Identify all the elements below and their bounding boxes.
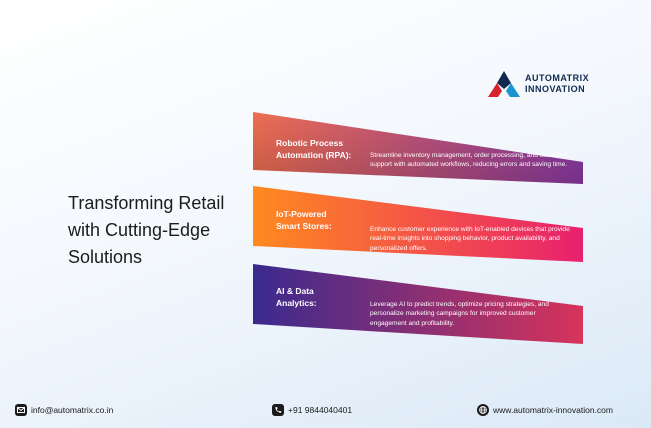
logo-mark-icon xyxy=(488,71,520,97)
solution-card-ai: AI & Data Analytics: Leverage AI to pred… xyxy=(253,264,583,344)
phone-icon xyxy=(272,403,284,416)
footer-website[interactable]: www.automatrix-innovation.com xyxy=(477,403,613,417)
phone-link[interactable]: +91 9844040401 xyxy=(288,405,353,415)
brand-name-line1: AUTOMATRIX xyxy=(525,73,590,83)
card-description: Enhance customer experience with IoT-ena… xyxy=(370,226,570,252)
title-line: Transforming Retail xyxy=(68,193,225,213)
globe-icon xyxy=(477,403,489,416)
card-background xyxy=(253,264,583,344)
card-background xyxy=(253,186,583,262)
title-line: Solutions xyxy=(68,247,143,267)
card-title: Robotic Process Automation (RPA): xyxy=(276,138,352,160)
brand-name-line2: INNOVATION xyxy=(525,84,586,94)
card-description: Streamline inventory management, order p… xyxy=(370,152,568,169)
title-line: with Cutting-Edge xyxy=(68,220,211,240)
card-background xyxy=(253,112,583,184)
card-title: AI & Data Analytics: xyxy=(276,286,317,308)
footer-phone[interactable]: +91 9844040401 xyxy=(272,403,352,417)
footer-email[interactable]: info@automatrix.co.in xyxy=(15,403,113,417)
email-link[interactable]: info@automatrix.co.in xyxy=(31,405,114,415)
solution-card-rpa: Robotic Process Automation (RPA): Stream… xyxy=(253,112,583,184)
card-title: IoT-Powered Smart Stores: xyxy=(276,209,332,231)
envelope-icon xyxy=(15,403,27,416)
page-title: Transforming Retail with Cutting-Edge So… xyxy=(68,190,268,271)
website-link[interactable]: www.automatrix-innovation.com xyxy=(493,405,613,415)
card-description: Leverage AI to predict trends, optimize … xyxy=(370,301,549,327)
brand-logo: AUTOMATRIX INNOVATION xyxy=(486,67,596,101)
solution-card-iot: IoT-Powered Smart Stores: Enhance custom… xyxy=(253,186,583,262)
